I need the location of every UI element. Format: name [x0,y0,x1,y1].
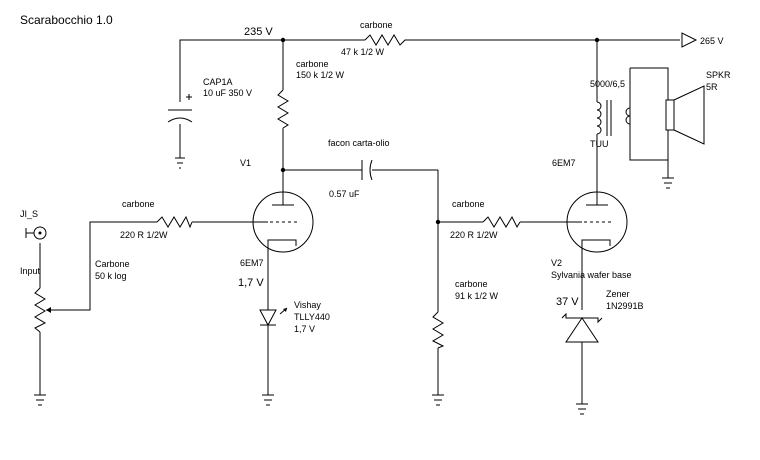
node-cathode-v2: 37 V [556,296,579,308]
tube1-ref: V1 [240,158,251,168]
output-transformer: 5000/6,5 TUU [590,68,631,149]
resistor-top-47k: carbone 47 k 1/2 W [341,20,410,57]
led-brand: Vishay [294,300,321,310]
speaker-value: 5R [706,82,718,92]
r-gridleak-type: carbone [455,279,488,289]
resistor-grid-v2: carbone 220 R 1/2W [450,199,521,240]
resistor-grid-v1: carbone 220 R 1/2W [120,199,193,240]
r-grid2-value: 220 R 1/2W [450,230,498,240]
potentiometer: Carbone 50 k log [34,259,130,333]
r-grid1-value: 220 R 1/2W [120,230,168,240]
ground-icon [662,177,674,189]
resistor-gridleak-v2: carbone 91 k 1/2 W [431,279,499,349]
cap-coupling-type: facon carta-olio [328,138,390,148]
cap1-name: CAP1A [203,77,233,87]
led-part: TLLY440 [294,312,330,322]
ground-icon [262,394,274,406]
cap-coupling-value: 0.57 uF [329,189,360,199]
r-plate1-value: 150 k 1/2 W [296,70,345,80]
capacitor-cap1a: CAP1A 10 uF 350 V [167,77,252,123]
tube2-note: Sylvania wafer base [551,270,632,280]
r-gridleak-value: 91 k 1/2 W [455,291,499,301]
pot-value: 50 k log [95,271,127,281]
test-points [267,282,583,306]
capacitor-coupling: facon carta-olio 0.57 uF [328,138,390,199]
r-top-value: 47 k 1/2 W [341,47,385,57]
supply-265v-arrow: 265 V [681,32,724,48]
tube-v2: 6EM7 V2 Sylvania wafer base [551,158,632,280]
input-jack: JI_S Input [20,209,47,276]
jack-label: Input [20,266,41,276]
led-vishay: Vishay TLLY440 1,7 V [259,300,330,334]
ground-symbols [34,157,674,415]
pot-type: Carbone [95,259,130,269]
speaker-ref: SPKR [706,70,731,80]
node-235v: 235 V [244,26,273,38]
tube-v1: V1 6EM7 [240,158,314,268]
tube2-ref: V2 [551,258,562,268]
cap1-value: 10 uF 350 V [203,88,252,98]
junctions [280,37,600,225]
tube1-part: 6EM7 [240,258,264,268]
node-265v: 265 V [700,36,724,46]
led-voltage: 1,7 V [294,324,315,334]
r-top-type: carbone [360,20,393,30]
resistor-plate-v1: carbone 150 k 1/2 W [277,59,345,129]
node-cathode-v1: 1,7 V [238,277,264,289]
transformer-label: TUU [590,139,609,149]
r-grid2-type: carbone [452,199,485,209]
speaker: SPKR 5R [665,70,731,145]
zener-type: Zener [606,289,630,299]
ground-icon [432,394,444,406]
r-plate1-type: carbone [296,59,329,69]
jack-ref: JI_S [20,209,38,219]
ground-icon [34,394,46,406]
tube2-part-top: 6EM7 [552,158,576,168]
zener-part: 1N2991B [606,301,644,311]
r-grid1-type: carbone [122,199,155,209]
ground-icon [576,403,588,415]
schematic-title: Scarabocchio 1.0 [20,13,113,27]
zener-diode: Zener 1N2991B [561,289,644,343]
transformer-ratio: 5000/6,5 [590,79,625,89]
ground-icon [175,157,185,169]
